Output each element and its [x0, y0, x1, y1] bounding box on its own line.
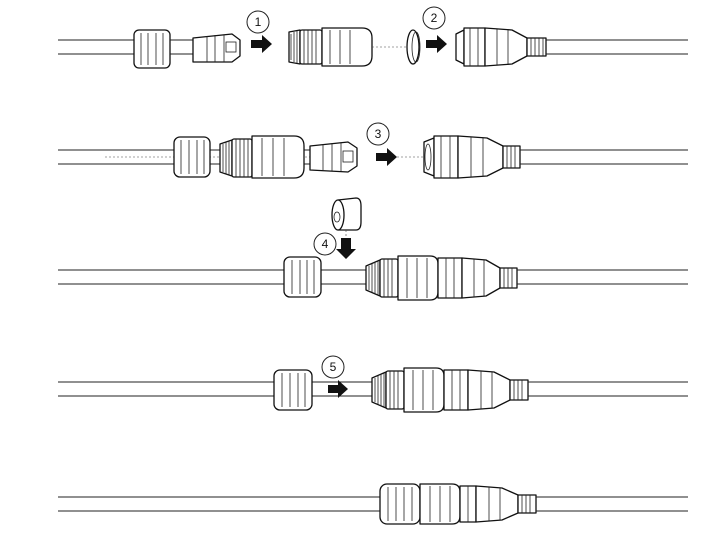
- step-badge-2: 2: [422, 6, 446, 30]
- step-badge-3: 3: [366, 122, 390, 146]
- arrow-right-icon: [426, 35, 447, 53]
- row-5: [58, 483, 688, 525]
- row-2: 3: [58, 122, 688, 179]
- arrow-right-icon: [251, 35, 272, 53]
- arrow-down-icon: [336, 238, 356, 259]
- assembled-connector: [365, 255, 518, 301]
- svg-text:5: 5: [330, 360, 337, 374]
- row-4: 5: [58, 355, 688, 413]
- step-badge-1: 1: [246, 10, 270, 34]
- camera-side-jack: [455, 27, 547, 67]
- rj45-plug: [192, 33, 241, 63]
- row-3: 4: [58, 197, 688, 301]
- completed-connector: [379, 483, 537, 525]
- step-badge-5: 5: [321, 355, 345, 379]
- svg-text:1: 1: [255, 15, 262, 29]
- step-badge-4: 4: [313, 232, 337, 256]
- seal-insert: [331, 197, 362, 231]
- assembled-connector: [371, 367, 529, 413]
- arrow-right-icon: [328, 380, 348, 398]
- svg-text:3: 3: [375, 127, 382, 141]
- connector-body: [288, 27, 373, 67]
- sealing-nut: [283, 256, 322, 298]
- sealing-nut: [173, 136, 211, 178]
- camera-side-jack: [423, 135, 521, 179]
- arrow-right-icon: [376, 148, 397, 166]
- row-1: 1 2: [58, 6, 688, 69]
- sealing-nut: [133, 29, 171, 69]
- connector-body: [219, 135, 305, 179]
- svg-text:4: 4: [322, 237, 329, 251]
- svg-text:2: 2: [431, 11, 438, 25]
- rubber-ring: [406, 29, 421, 65]
- rj45-plug: [309, 141, 358, 173]
- sealing-nut: [273, 369, 313, 411]
